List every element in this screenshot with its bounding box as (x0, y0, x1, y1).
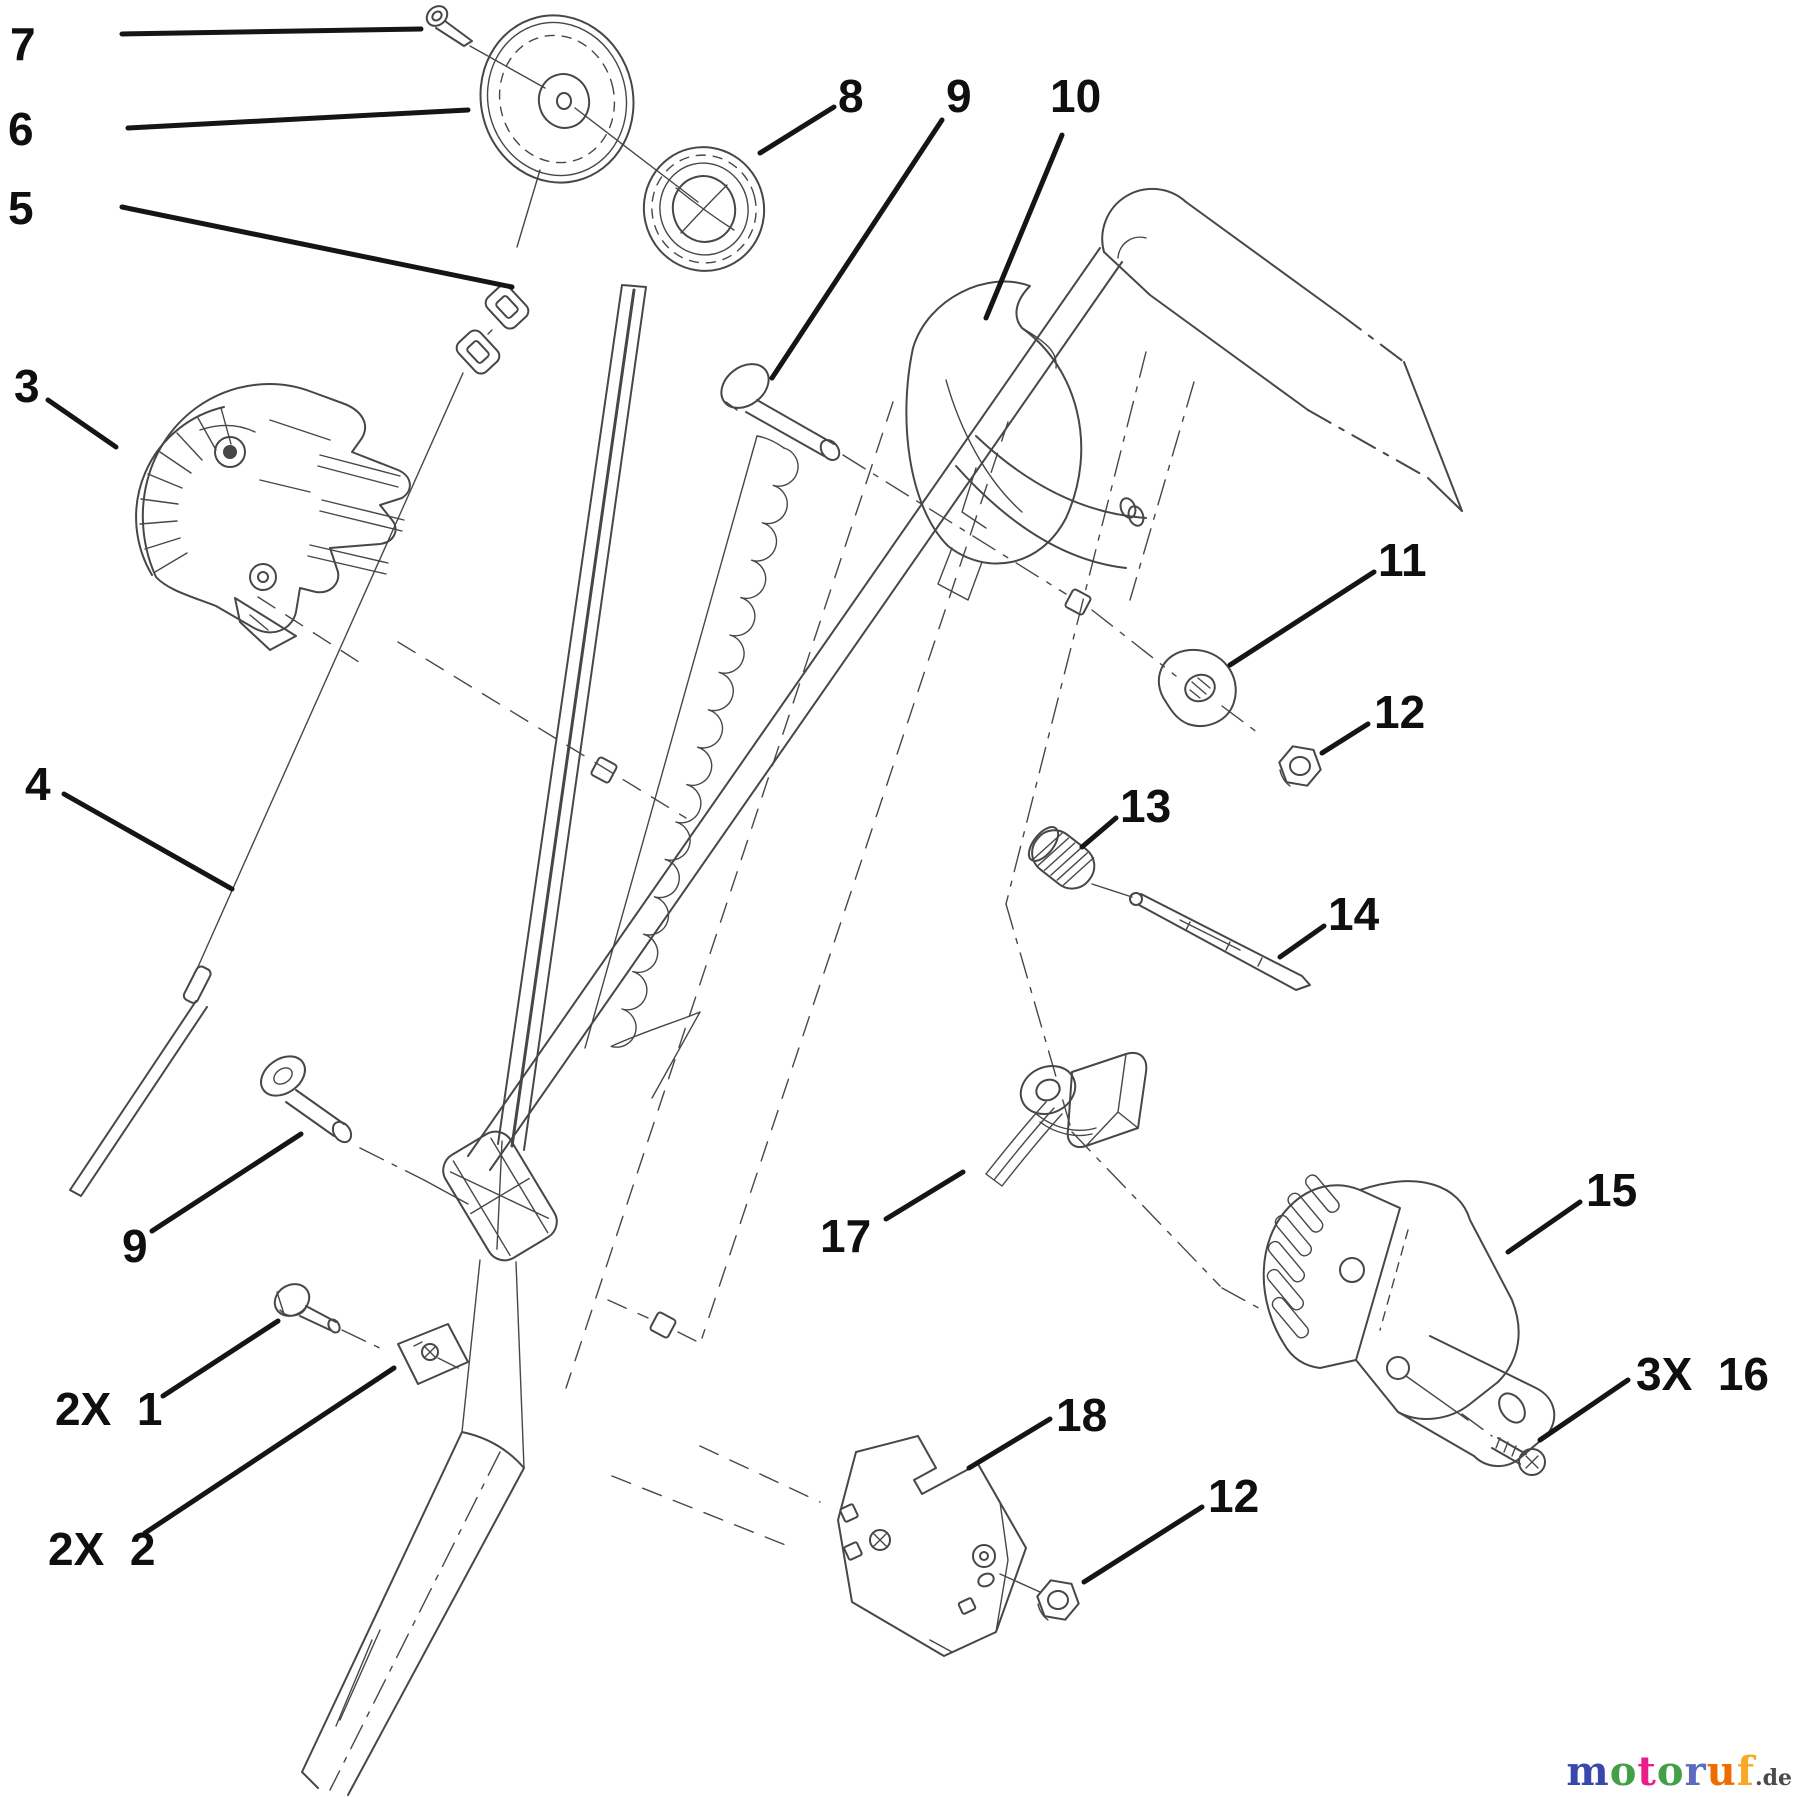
watermark-letter: f (1736, 1748, 1755, 1795)
callout-label-14: 14 (1328, 888, 1380, 940)
part-14-rod (1129, 892, 1311, 991)
callout-label-11: 11 (1378, 534, 1427, 586)
diagram-line-art (69, 5, 1556, 1796)
watermark-letter: r (1684, 1748, 1707, 1795)
square-nut-small (1064, 588, 1092, 616)
toothed-strip (584, 435, 799, 1099)
callout-label-17: 17 (820, 1210, 871, 1262)
callout-leader-9a (769, 117, 945, 381)
watermark-letter: m (1566, 1748, 1610, 1795)
callout-label-5: 5 (8, 182, 34, 234)
handle-end-cap (442, 1130, 558, 1262)
callout-leader-7 (119, 26, 424, 37)
callout-leader-6 (125, 107, 471, 131)
callout-label-3: 3 (14, 360, 40, 412)
part-11-washer (1157, 648, 1237, 727)
callout-leader-12a (1319, 721, 1371, 756)
callout-label-10: 10 (1050, 70, 1101, 122)
callout-leader-17 (883, 1169, 966, 1222)
handle-tube-left (497, 284, 647, 1151)
handle-tube-right (467, 247, 1123, 1171)
callout-label-13: 13 (1120, 780, 1171, 832)
part-9-carriage-bolt-lower (260, 1055, 469, 1205)
part-18-switch-box (611, 1435, 1041, 1657)
callout-leader-2x2 (142, 1365, 397, 1536)
part-5-cable (196, 169, 541, 970)
callout-label-8: 8 (838, 70, 864, 122)
upper-handlebar (565, 187, 1463, 1389)
callout-leader-14 (1277, 923, 1327, 960)
callout-label-9a: 9 (946, 70, 972, 122)
callout-leader-11 (1227, 569, 1377, 668)
callout-leader-8 (757, 104, 837, 156)
watermark-letter: o (1609, 1748, 1638, 1795)
callout-label-9b: 9 (122, 1220, 148, 1272)
fastener-second-position (397, 641, 707, 1347)
watermark-suffix: .de (1754, 1765, 1792, 1791)
callout-leader-10 (983, 132, 1065, 321)
callout-leader-4 (61, 791, 235, 892)
callout-leader-5 (119, 204, 515, 290)
part-8-pulley (642, 146, 766, 272)
watermark-letter: t (1637, 1748, 1657, 1795)
part-2-square-nut (397, 1323, 469, 1385)
callout-label-12b: 12 (1208, 1470, 1259, 1522)
part-7-screw (425, 5, 546, 89)
part-1-bolt (273, 1283, 389, 1353)
callout-label-4: 4 (25, 758, 51, 810)
spring-link-line (1091, 883, 1133, 898)
callout-leader-12b (1081, 1504, 1205, 1585)
part-13-spring (1027, 826, 1096, 890)
callout-leader-9b (149, 1131, 304, 1234)
lower-handle-section (301, 1259, 525, 1796)
part-6-disc (479, 14, 699, 203)
callout-leader-2x1 (160, 1318, 281, 1399)
callout-label-2x2: 2X 2 (48, 1523, 155, 1575)
callout-leader-3 (45, 397, 119, 450)
part-9-carriage-bolt-upper (720, 363, 1263, 737)
callout-label-15: 15 (1586, 1164, 1637, 1216)
callouts-layer: 7 6 5 3 4 8 9 10 11 12 13 14 15 17 9 2X 1 2X 2 18 12 3X 16 (8, 18, 1769, 1585)
part-12-nut-lower (1036, 1579, 1080, 1621)
part-10-cover (905, 280, 1083, 601)
callout-label-2x1: 2X 1 (55, 1383, 162, 1435)
part-16-screw (1461, 1413, 1546, 1476)
callout-label-18: 18 (1056, 1389, 1107, 1441)
part-15-starter-handle (1221, 1174, 1556, 1467)
watermark-letter: o (1656, 1748, 1685, 1795)
part-17-trigger-lever (985, 1052, 1148, 1187)
callout-leader-18 (966, 1416, 1053, 1471)
callout-leader-15 (1505, 1199, 1583, 1255)
part-3-throttle-control (135, 383, 411, 665)
part-12-nut-upper (1278, 745, 1322, 787)
callout-label-6: 6 (8, 103, 34, 155)
callout-label-7: 7 (10, 18, 36, 70)
callout-leader-13 (1079, 815, 1119, 850)
watermark-motoruf: motoruf.de (1566, 1748, 1792, 1795)
callout-label-3x16: 3X 16 (1636, 1348, 1769, 1400)
callout-leader-3x16 (1537, 1377, 1631, 1443)
part-4-rod (69, 965, 212, 1197)
watermark-letter: u (1706, 1748, 1737, 1795)
callout-label-12a: 12 (1374, 686, 1425, 738)
